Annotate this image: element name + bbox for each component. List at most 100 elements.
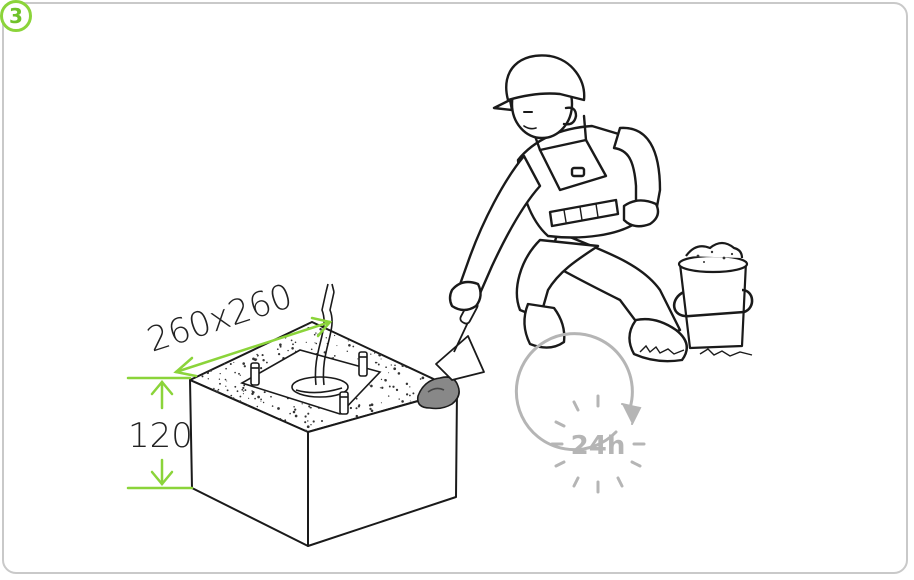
- concrete-speck: [369, 408, 371, 410]
- concrete-speck: [315, 332, 316, 333]
- concrete-speck: [219, 383, 221, 385]
- concrete-speck: [232, 397, 234, 399]
- concrete-speck: [218, 389, 219, 390]
- concrete-speck: [226, 381, 227, 382]
- concrete-speck: [294, 408, 296, 410]
- concrete-speck: [277, 348, 279, 350]
- concrete-speck: [213, 389, 215, 391]
- concrete-speck: [257, 396, 260, 399]
- concrete-speck: [252, 358, 255, 361]
- concrete-speck: [220, 373, 221, 374]
- concrete-speck: [207, 372, 209, 374]
- concrete-speck: [370, 385, 373, 388]
- concrete-speck: [314, 342, 315, 343]
- worker-cap: [506, 55, 584, 100]
- concrete-speck: [392, 386, 394, 388]
- concrete-speck: [352, 346, 354, 348]
- concrete-speck: [406, 367, 407, 368]
- concrete-speck: [401, 364, 404, 367]
- concrete-bucket: [674, 243, 752, 348]
- concrete-speck: [262, 359, 264, 361]
- concrete-speck: [263, 402, 264, 403]
- concrete-speck: [244, 365, 246, 367]
- concrete-speck: [264, 391, 266, 393]
- concrete-speck: [238, 373, 240, 375]
- height-dimension-label: 120: [128, 416, 193, 456]
- concrete-speck: [257, 355, 258, 356]
- concrete-speck: [394, 365, 396, 367]
- concrete-speck: [210, 369, 213, 372]
- concrete-speck: [305, 430, 307, 432]
- concrete-speck: [295, 342, 297, 344]
- concrete-speck: [371, 403, 374, 406]
- concrete-speck: [307, 420, 308, 421]
- concrete-speck: [381, 387, 383, 389]
- concrete-speck: [242, 362, 245, 365]
- concrete-speck: [308, 405, 310, 407]
- concrete-speck: [410, 401, 411, 402]
- concrete-speck: [280, 346, 282, 348]
- concrete-speck: [412, 392, 414, 394]
- concrete-speck: [254, 398, 256, 400]
- concrete-speck: [314, 334, 316, 336]
- concrete-speck: [381, 358, 382, 359]
- concrete-speck: [239, 396, 241, 398]
- concrete-speck: [234, 386, 236, 388]
- concrete-speck: [399, 398, 400, 399]
- concrete-speck: [315, 343, 317, 345]
- concrete-speck: [285, 420, 286, 421]
- concrete-speck: [279, 418, 281, 420]
- timer-label: 24h: [571, 431, 626, 461]
- concrete-speck: [321, 420, 323, 422]
- concrete-speck: [388, 395, 389, 396]
- concrete-speck: [307, 425, 310, 428]
- concrete-speck: [385, 366, 387, 368]
- concrete-speck: [389, 386, 391, 388]
- concrete-speck: [420, 378, 422, 380]
- concrete-speck: [289, 413, 291, 415]
- concrete-speck: [225, 368, 227, 370]
- concrete-speck: [219, 379, 220, 380]
- concrete-speck: [378, 354, 381, 357]
- concrete-speck: [278, 353, 280, 355]
- concrete-speck: [356, 415, 358, 417]
- concrete-speck: [378, 364, 380, 366]
- concrete-speck: [247, 404, 249, 406]
- worker-left-hand: [450, 282, 481, 310]
- concrete-speck: [293, 406, 295, 408]
- concrete-speck: [266, 362, 268, 364]
- concrete-speck: [262, 354, 264, 356]
- concrete-speck: [306, 342, 307, 343]
- concrete-speck: [213, 388, 215, 390]
- concrete-speck: [381, 379, 382, 380]
- concrete-speck: [270, 396, 272, 398]
- concrete-speck: [388, 372, 389, 373]
- stopwatch-icon: [516, 334, 644, 492]
- concrete-speck: [406, 393, 408, 395]
- concrete-speck: [355, 407, 357, 409]
- concrete-speck: [391, 364, 392, 365]
- concrete-speck: [313, 322, 314, 323]
- concrete-speck: [248, 398, 249, 399]
- concrete-speck: [374, 352, 375, 353]
- concrete-speck: [401, 400, 404, 403]
- concrete-speck: [251, 390, 252, 391]
- concrete-speck: [230, 363, 232, 365]
- concrete-speck: [304, 421, 306, 423]
- concrete-speck: [225, 386, 226, 387]
- concrete-speck: [291, 340, 293, 342]
- concrete-speck: [291, 347, 294, 350]
- concrete-speck: [244, 389, 246, 391]
- concrete-speck: [396, 389, 398, 391]
- concrete-speck: [358, 405, 360, 407]
- concrete-speck: [224, 363, 226, 365]
- concrete-speck: [287, 350, 288, 351]
- concrete-speck: [348, 344, 351, 347]
- concrete-speck: [334, 335, 335, 336]
- worker-figure: [450, 55, 687, 361]
- concrete-speck: [384, 379, 387, 382]
- concrete-speck: [305, 324, 307, 326]
- concrete-speck: [243, 393, 244, 394]
- concrete-speck: [336, 345, 337, 346]
